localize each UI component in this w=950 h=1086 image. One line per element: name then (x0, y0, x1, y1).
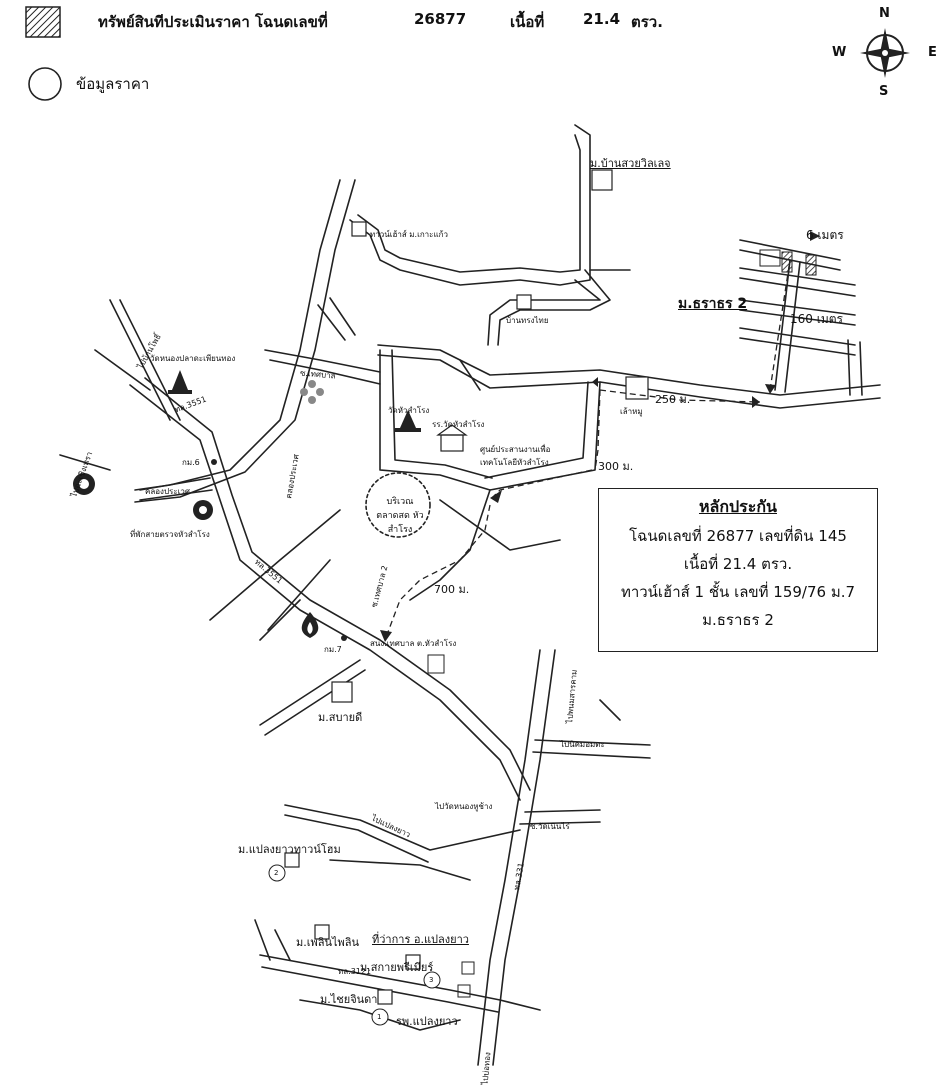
label-250-m: 250 ม. (655, 393, 691, 406)
label-to-nikhom: ไปนิคมอมตะ (560, 740, 605, 749)
header-area-value: 21.4 (583, 10, 621, 28)
hatch-swatch-icon (25, 6, 61, 38)
label-amphoe: ที่ว่าการ อ.แปลงยาว (372, 933, 469, 946)
label-sanong: สนง.เทศบาล ต.หัวสำโรง (370, 639, 457, 648)
collateral-info-box: หลักประกัน โฉนดเลขที่ 26877 เลขที่ดิน 14… (598, 488, 878, 652)
header-area-unit: ตรว. (631, 13, 663, 31)
label-to-bo: ไปบ่อทอง (480, 1051, 493, 1086)
label-wat-hua-samrong: วัดหัวสำโรง (388, 406, 430, 415)
collateral-line-1: โฉนดเลขที่ 26877 เลขที่ดิน 145 (629, 527, 847, 545)
songthai-building (516, 294, 532, 310)
subject-plot-marker (781, 251, 793, 273)
label-center: ศูนย์ประสานงานเพื่อ เทคโนโลยีหัวสำโรง (480, 445, 551, 467)
label-wat-nong-pla: วัดหนองปลาดะเพียนทอง (150, 354, 236, 363)
label-townhouse-kokaew: ทาวน์เฮ้าส์ ม.เกาะแก้ว (370, 230, 448, 239)
phloen-building (314, 924, 330, 940)
compass-north: N (879, 6, 890, 21)
highway-331 (477, 649, 541, 1066)
ban-suay-building (591, 169, 613, 191)
subject-legend-swatch (25, 6, 61, 38)
label-phloen: ม.เพลินไพลิน (296, 936, 360, 949)
label-soi-wat: ไปวัดหนองหูช้าง (435, 802, 493, 811)
route-dashed-east (599, 389, 761, 403)
header-deed-number: 26877 (414, 10, 467, 28)
circle-number-3: 3 (429, 976, 434, 984)
label-ban-songthai: บ้านทรงไทย (506, 316, 549, 325)
header-title: ทรัพย์สินทีประเมินราคา โฉนดเลขที่ (98, 13, 328, 31)
temple-icon (168, 370, 421, 432)
label-market: บริเวณตลาดสด หัวสำโรง (376, 497, 424, 535)
office-icon (427, 654, 445, 674)
label-300-m: 300 ม. (598, 460, 634, 473)
compass-east: E (928, 45, 937, 60)
collateral-line-3: ทาวน์เฮ้าส์ 1 ชั้น เลขที่ 159/76 ม.7 (620, 583, 856, 601)
label-km-6: กม.6 (182, 458, 200, 467)
collateral-line-2: เนื้อที่ 21.4 ตรว. (683, 555, 793, 573)
label-hospital: รพ.แปลงยาว (396, 1015, 458, 1028)
label-police: ที่พักสายตรวจหัวสำโรง (130, 530, 210, 539)
label-sakai: ม.สกายพรีเมียร์ (360, 961, 434, 974)
label-soi-wat-nern: ซ.วัดเนินไร่ (530, 822, 570, 831)
header-area-label: เนื้อที่ (510, 13, 545, 31)
compass-south: S (879, 84, 889, 99)
label-160-meters: 160 เมตร (790, 312, 843, 326)
label-route-3121: ทล.3121 (338, 967, 372, 976)
label-sabaidee: ม.สบายดี (318, 711, 363, 724)
route-dashed-north (769, 259, 791, 391)
highway-3551 (129, 384, 521, 801)
label-school: รร.วัดหัวสำโรง (432, 420, 485, 429)
label-tharathorn-2: ม.ธราธร 2 (678, 296, 748, 312)
label-khlong-prawet: คลองประเวศ (145, 487, 190, 496)
circle-number-1: 1 (377, 1013, 382, 1021)
compass-icon (860, 28, 910, 78)
label-ban-suay-village: ม.บ้านสวยวิลเลจ (590, 157, 671, 170)
label-lao-mu: เล้าหมู (620, 407, 643, 416)
canal-road (134, 179, 341, 491)
route-dashed-south (594, 389, 601, 471)
route-dashed-700 (384, 504, 491, 641)
price-data-legend-label: ข้อมูลราคา (76, 75, 150, 93)
sakai-building (405, 954, 421, 970)
school-icon (436, 424, 468, 452)
kokaew-building (351, 221, 367, 237)
collateral-line-4: ม.ธราธร 2 (702, 611, 774, 629)
chaichinda-building (377, 989, 393, 1005)
label-plaeng-townhome: ม.แปลงยาวทาวน์โฮม (238, 843, 341, 856)
clinic-icon (300, 380, 324, 404)
label-700-m: 700 ม. (434, 583, 470, 596)
compass-west: W (832, 45, 847, 60)
collateral-title: หลักประกัน (698, 497, 777, 516)
label-km-7: กม.7 (324, 645, 342, 654)
plaeng-townhome-building (284, 852, 300, 868)
compass-rose: N S E W (830, 6, 940, 100)
price-data-circle-icon (27, 66, 63, 102)
east-road (377, 344, 881, 396)
label-chaichinda: ม.ไชยจินดา (320, 993, 378, 1006)
label-six-meters: 6 เมตร (806, 228, 844, 242)
sabaidee-building (331, 681, 353, 703)
circle-number-2: 2 (274, 869, 279, 877)
